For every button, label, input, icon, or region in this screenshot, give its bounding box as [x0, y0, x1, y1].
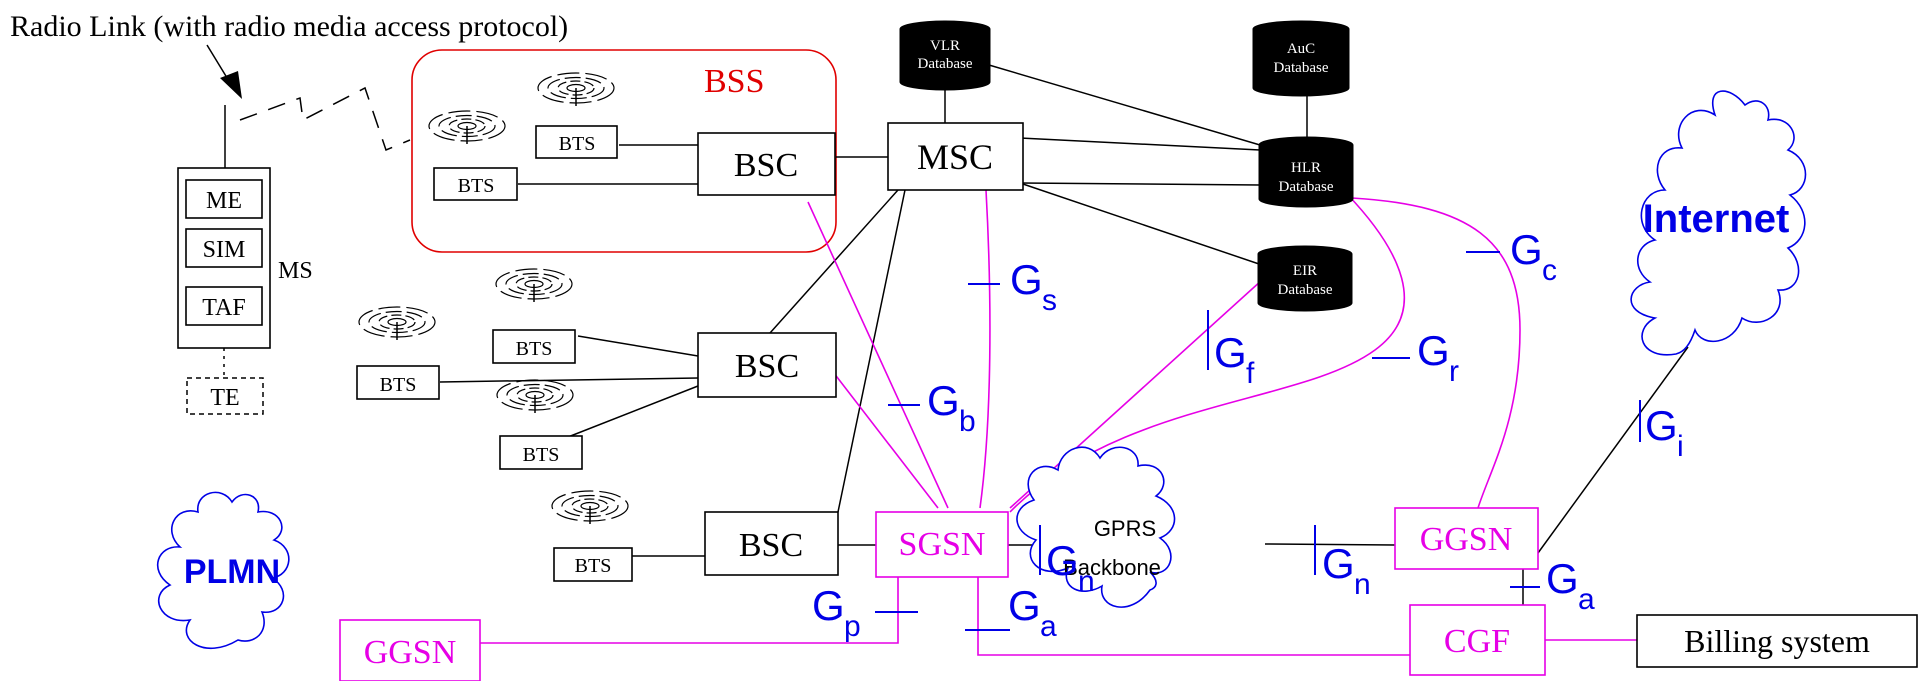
interface-ga-label-2: G a	[1008, 582, 1057, 643]
bsc-label-2: BSC	[735, 348, 799, 385]
gprs-backbone-label-1: GPRS	[1094, 516, 1156, 541]
svg-text:Database: Database	[918, 56, 973, 72]
svg-text:G: G	[1322, 540, 1355, 587]
bts-group: BTS BTS BTS BTS BTS BTS	[356, 72, 633, 582]
interface-gr-label: G r	[1417, 327, 1459, 388]
sim-box	[185, 228, 263, 268]
svg-text:BTS: BTS	[516, 338, 553, 360]
interface-gi-label: G i	[1645, 402, 1684, 463]
bsc-box-2	[697, 332, 837, 398]
auc-database: AuC Database	[1252, 20, 1350, 97]
svg-text:p: p	[844, 610, 861, 643]
bss-boundary	[411, 49, 837, 253]
svg-text:c: c	[1542, 254, 1557, 287]
ggsn-plmn-box	[339, 619, 481, 681]
svg-text:Database: Database	[1278, 282, 1333, 298]
ggsn-plmn-label: GGSN	[364, 634, 457, 671]
svg-text:G: G	[1008, 582, 1041, 629]
interface-ticks	[875, 251, 1641, 631]
msc-box	[887, 122, 1024, 191]
interface-gf-label: G f	[1214, 329, 1255, 390]
taf-box	[185, 286, 263, 326]
svg-text:G: G	[1645, 402, 1678, 449]
svg-text:r: r	[1449, 355, 1459, 388]
svg-text:G: G	[1417, 327, 1450, 374]
bss-label: BSS	[704, 63, 765, 100]
interface-gs-label: G s	[1010, 256, 1057, 317]
gprs-backbone-label-2: Backbone	[1063, 555, 1161, 580]
cgf-box	[1409, 604, 1546, 676]
svg-text:BTS: BTS	[380, 374, 417, 396]
svg-text:Database: Database	[1274, 60, 1329, 76]
svg-text:AuC: AuC	[1287, 41, 1315, 57]
ggsn-label: GGSN	[1420, 521, 1513, 558]
bsc-box-1	[697, 132, 836, 196]
billing-system-box	[1636, 614, 1918, 668]
interface-gb-label: G b	[927, 377, 976, 438]
svg-text:G: G	[1046, 537, 1079, 584]
plmn-cloud	[157, 491, 290, 650]
cgf-label: CGF	[1444, 623, 1510, 660]
gprs-links	[480, 189, 1637, 656]
bsc-label-3: BSC	[739, 527, 803, 564]
sgsn-label: SGSN	[899, 526, 986, 563]
svg-text:G: G	[1510, 226, 1543, 273]
svg-text:f: f	[1246, 357, 1255, 390]
interface-gn-label-1: G n	[1046, 537, 1095, 598]
radio-link-arrowhead	[220, 71, 242, 99]
radio-link-dashed	[239, 86, 411, 152]
internet-cloud	[1630, 90, 1807, 356]
interface-gp-label: G p	[812, 582, 861, 643]
svg-text:n: n	[1078, 565, 1095, 598]
svg-text:G: G	[927, 377, 960, 424]
interface-ga-label-1: G a	[1546, 555, 1595, 616]
svg-text:n: n	[1354, 568, 1371, 601]
plmn-label: PLMN	[184, 553, 280, 591]
svg-text:i: i	[1677, 430, 1684, 463]
sgsn-box	[875, 511, 1009, 578]
svg-text:G: G	[812, 582, 845, 629]
svg-text:BTS: BTS	[559, 133, 596, 155]
svg-text:a: a	[1040, 610, 1057, 643]
ms-label: MS	[278, 258, 313, 284]
taf-label: TAF	[202, 295, 245, 321]
svg-text:VLR: VLR	[930, 38, 960, 54]
svg-text:G: G	[1546, 555, 1579, 602]
billing-system-label: Billing system	[1684, 623, 1870, 659]
eir-database: EIR Database	[1257, 245, 1353, 312]
bsc-box-3	[704, 511, 839, 576]
interface-gn-label-2: G n	[1322, 540, 1371, 601]
svg-text:G: G	[1214, 329, 1247, 376]
svg-text:Database: Database	[1279, 179, 1334, 195]
me-label: ME	[206, 188, 242, 214]
internet-label: Internet	[1643, 197, 1790, 241]
svg-text:a: a	[1578, 583, 1595, 616]
ggsn-box	[1394, 507, 1539, 570]
interface-gc-label: G c	[1510, 226, 1557, 287]
svg-text:BTS: BTS	[523, 444, 560, 466]
svg-text:EIR: EIR	[1293, 263, 1317, 279]
gprs-backbone-cloud	[1016, 446, 1176, 608]
vlr-database: VLR Database	[899, 20, 991, 91]
me-box	[185, 179, 263, 219]
svg-text:BTS: BTS	[458, 175, 495, 197]
svg-text:s: s	[1042, 284, 1057, 317]
svg-text:b: b	[959, 405, 976, 438]
hlr-database: HLR Database	[1258, 136, 1354, 208]
te-label: TE	[210, 385, 239, 411]
radio-link-caption: Radio Link (with radio media access prot…	[10, 10, 568, 43]
bsc-label-1: BSC	[734, 147, 798, 184]
msc-label: MSC	[917, 137, 993, 177]
svg-text:G: G	[1010, 256, 1043, 303]
svg-text:HLR: HLR	[1291, 160, 1321, 176]
svg-text:BTS: BTS	[575, 555, 612, 577]
te-box	[186, 377, 264, 415]
sim-label: SIM	[203, 237, 246, 263]
